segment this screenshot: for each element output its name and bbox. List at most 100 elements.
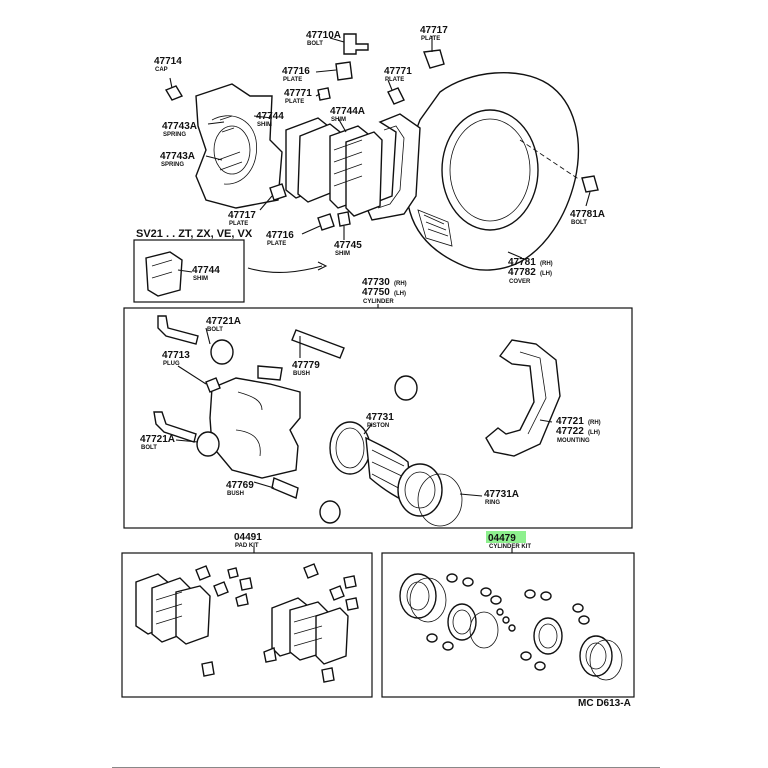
part-number: 47743A xyxy=(162,121,197,132)
side-marker: (RH) xyxy=(588,420,601,426)
part-number: 47710A xyxy=(306,30,341,41)
part-number: 47771 xyxy=(284,88,312,99)
multi-callout-labels: 47781(RH)47782(LH)COVER47730(RH)47750(LH… xyxy=(362,257,601,444)
part-number: 47745 xyxy=(334,240,362,251)
part-name: SHIM xyxy=(193,276,208,282)
part-name: PISTON xyxy=(367,423,389,429)
part-name: SHIM xyxy=(331,117,346,123)
part-name: BOLT xyxy=(207,327,223,333)
part-name: PLATE xyxy=(283,77,302,83)
brake-pads-top xyxy=(285,117,383,217)
part-number: 47781A xyxy=(570,209,605,220)
part-name: CAP xyxy=(155,67,168,73)
part-number: 47714 xyxy=(154,56,182,67)
variant-label: SV21 . . ZT, ZX, VE, VX xyxy=(136,228,253,240)
part-number: 04491 xyxy=(234,532,262,543)
guide-bolts-part xyxy=(153,315,345,499)
mounting-bracket-top xyxy=(365,113,421,221)
side-marker: (RH) xyxy=(394,281,407,287)
part-number: 04479 xyxy=(488,533,516,544)
part-name: BOLT xyxy=(307,41,323,47)
part-name: PLATE xyxy=(267,241,286,247)
dust-cover-part xyxy=(405,72,581,271)
caliper-cylinder-part xyxy=(209,365,301,479)
caliper-body-top xyxy=(195,83,283,209)
part-number: 47721 xyxy=(556,416,584,427)
callout-47781: 47781(RH)47782(LH)COVER xyxy=(508,257,553,285)
part-name: PLATE xyxy=(229,221,248,227)
part-name: SPRING xyxy=(161,162,184,168)
leader-lines-top xyxy=(169,36,591,273)
part-number: 47717 xyxy=(420,25,448,36)
callout-47721: 47721(RH)47722(LH)MOUNTING xyxy=(556,416,601,444)
part-number: 47744 xyxy=(256,111,284,122)
part-name: COVER xyxy=(509,279,531,285)
part-name: CYLINDER xyxy=(363,299,394,305)
part-number: 47716 xyxy=(266,230,294,241)
part-name: BOLT xyxy=(141,445,157,451)
part-number: 47779 xyxy=(292,360,320,371)
callout-47730: 47730 (RH) 47750 (LH)CYLINDER xyxy=(362,277,407,305)
part-number: 47730 xyxy=(362,277,390,288)
part-number: 47782 xyxy=(508,267,536,278)
piston-and-seal-part xyxy=(329,421,463,527)
part-name: RING xyxy=(485,500,500,506)
part-number: 47721A xyxy=(140,434,175,445)
part-name: PLATE xyxy=(421,36,440,42)
pad-kit-box xyxy=(121,552,373,698)
small-hardware-top xyxy=(164,33,599,231)
variant-inset-box xyxy=(133,239,245,303)
pad-kit-parts xyxy=(135,563,359,683)
part-number: 47713 xyxy=(162,350,190,361)
part-number: 47750 xyxy=(362,287,390,298)
part-name: BUSH xyxy=(227,491,244,497)
part-number: 47744 xyxy=(192,265,220,276)
part-number: 47731A xyxy=(484,489,519,500)
part-name: PAD KIT xyxy=(235,543,259,549)
leader-lines-mid xyxy=(175,327,553,497)
side-marker: (LH) xyxy=(588,430,600,436)
mounting-bracket-mid xyxy=(485,339,561,457)
part-number: 47771 xyxy=(384,66,412,77)
cylinder-kit-box xyxy=(381,552,635,698)
figure-code: MC D613-A xyxy=(578,698,631,709)
side-marker: (LH) xyxy=(540,271,552,277)
variant-shim-part xyxy=(145,251,183,297)
part-number-highlight xyxy=(486,531,526,543)
side-marker: (LH) xyxy=(394,291,406,297)
part-name: SPRING xyxy=(163,132,186,138)
part-number: 47716 xyxy=(282,66,310,77)
side-marker: (RH) xyxy=(540,261,553,267)
part-name: SHIM xyxy=(335,251,350,257)
part-name: PLATE xyxy=(385,77,404,83)
small-seals xyxy=(426,573,590,671)
part-name: PLUG xyxy=(163,361,180,367)
part-name: SHIM xyxy=(257,122,272,128)
part-name: MOUNTING xyxy=(557,438,590,444)
bushings-part xyxy=(196,339,418,524)
